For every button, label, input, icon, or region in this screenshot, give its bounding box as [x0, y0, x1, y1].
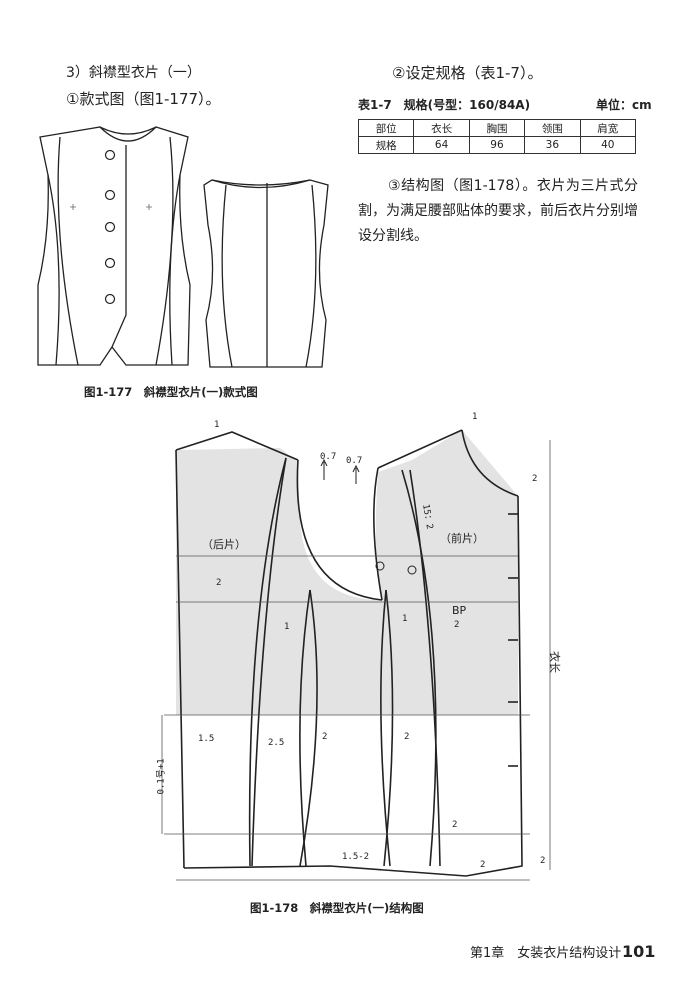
formula-label: 0.1号+1 — [156, 758, 167, 795]
table-header-cell: 领围 — [524, 119, 581, 137]
dim-label: 2 — [452, 820, 458, 830]
armhole-front — [373, 467, 383, 601]
dim-label: 0.7 — [346, 456, 363, 466]
length-label: 衣长 — [548, 651, 561, 673]
dim-label: 1 — [472, 412, 478, 422]
back-shoulder-line — [175, 431, 299, 461]
front-placket — [111, 145, 127, 348]
style-drawing — [37, 126, 329, 368]
page-number: 101 — [622, 942, 656, 961]
table-header-cell: 胸围 — [468, 119, 526, 137]
button — [104, 189, 116, 201]
table-cell: 规格 — [357, 136, 415, 154]
hem-line — [183, 495, 523, 877]
back-vest-outline — [203, 179, 329, 368]
back-side-seam — [299, 589, 318, 867]
bp-mark — [407, 565, 417, 575]
back-piece-label: （后片） — [202, 538, 246, 551]
table-cell: 36 — [524, 136, 581, 154]
bust-mark — [146, 204, 152, 210]
item-spec: ②设定规格（表1-7）。 — [392, 64, 543, 82]
front-vest-outline — [37, 126, 191, 366]
table-header-cell: 肩宽 — [579, 119, 637, 137]
front-panel-seam-2 — [409, 469, 441, 867]
armhole-back — [296, 459, 383, 601]
spec-table: 部位 衣长 胸围 领围 肩宽 规格 64 96 36 40 — [357, 119, 637, 154]
up-arrow — [320, 458, 328, 480]
button — [104, 149, 116, 161]
table-header-cell: 衣长 — [413, 119, 470, 137]
table-cell: 64 — [413, 136, 470, 154]
bp-mark — [375, 561, 385, 571]
dim-label: 2 — [454, 620, 460, 630]
section-heading: 3）斜襟型衣片（一） — [66, 65, 201, 81]
dim-label: 1.5 — [198, 734, 215, 744]
fig177-caption: 图1-177 斜襟型衣片(一)款式图 — [84, 385, 258, 399]
dim-label: 2.5 — [268, 738, 285, 748]
front-neck-line — [99, 126, 157, 135]
table-unit: 单位：cm — [596, 98, 652, 112]
back-panel-seam — [248, 457, 287, 867]
button — [104, 257, 116, 269]
dim-label: 0.7 — [320, 452, 337, 462]
table-header-cell: 部位 — [357, 119, 415, 137]
table-caption: 表1-7 规格(号型：160/84A) — [358, 98, 531, 112]
dim-label: 1 — [214, 420, 220, 430]
front-panel-seam — [401, 469, 437, 867]
back-neck-line — [211, 179, 311, 186]
dim-label: 2 — [404, 732, 410, 742]
button — [104, 221, 116, 233]
dim-label: 2 — [216, 578, 222, 588]
item-style-drawing: ①款式图（图1-177）。 — [66, 90, 221, 108]
dim-label: 2 — [480, 860, 486, 870]
dim-label: 2 — [322, 732, 328, 742]
pattern-drawing — [161, 429, 551, 881]
button — [104, 293, 116, 305]
back-panel-seam-left — [221, 184, 233, 368]
back-panel-seam-right — [305, 184, 317, 368]
back-center-line — [175, 449, 185, 869]
table-cell: 40 — [579, 136, 637, 154]
up-arrow — [352, 464, 360, 484]
front-shoulder-line — [377, 429, 463, 469]
table-row: 规格 64 96 36 40 — [357, 136, 637, 154]
front-panel-seam-left — [57, 136, 79, 366]
dim-label: 1 — [402, 614, 408, 624]
front-side-seam-2 — [383, 589, 394, 867]
back-side-seam-2 — [299, 589, 311, 867]
table-cell: 96 — [468, 136, 526, 154]
front-piece-label: （前片） — [440, 532, 484, 545]
table-header-row: 部位 衣长 胸围 领围 肩宽 — [357, 119, 637, 137]
footer-chapter: 第1章 女装衣片结构设计 — [470, 946, 622, 961]
front-side-seam — [380, 589, 391, 867]
back-panel-seam-2 — [251, 457, 287, 867]
shaded-region — [176, 430, 518, 715]
dim-label: 2 — [540, 856, 546, 866]
structure-paragraph: ③结构图（图1-178）。衣片为三片式分割，为满足腰部贴体的要求，前后衣片分别增… — [358, 178, 638, 244]
fig178-caption: 图1-178 斜襟型衣片(一)结构图 — [250, 901, 424, 915]
bust-mark — [70, 204, 76, 210]
bp-label: BP — [452, 604, 467, 617]
front-side-seam-left — [47, 174, 60, 366]
dim-label: 1 — [284, 622, 290, 632]
dim-label: 1.5-2 — [342, 852, 370, 862]
front-side-seam-right — [169, 174, 181, 366]
front-neck-curve — [461, 429, 519, 497]
dim-label: 2 — [532, 474, 538, 484]
